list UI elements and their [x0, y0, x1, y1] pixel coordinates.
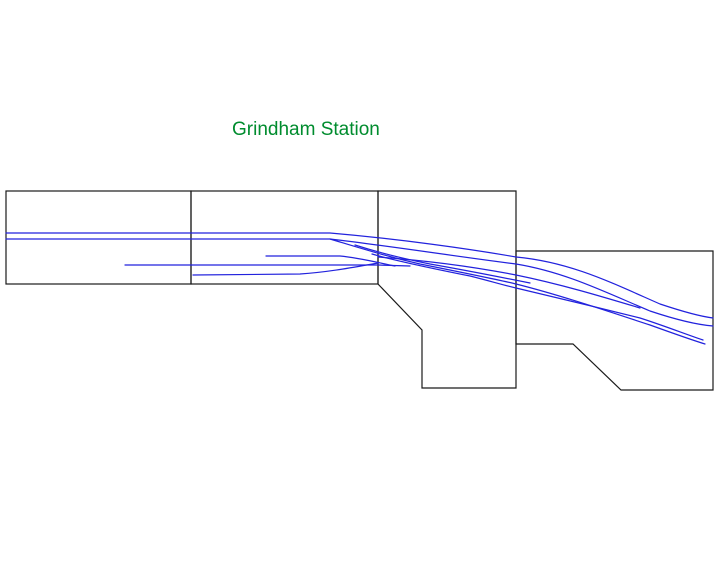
- baseboard-2: [190, 190, 379, 285]
- baseboard-3: [377, 190, 517, 389]
- track-main-up: [5, 232, 714, 319]
- layout-title: Grindham Station: [232, 119, 380, 140]
- track-main-down: [5, 238, 714, 327]
- baseboards: [5, 190, 714, 391]
- track-diverge-lower: [371, 253, 704, 341]
- track-siding-goods: [192, 262, 379, 276]
- track-crossover-2: [354, 244, 531, 284]
- tracks: [5, 232, 714, 345]
- baseboard-1: [5, 190, 192, 285]
- track-siding-long: [124, 264, 411, 267]
- baseboard-4: [515, 250, 714, 391]
- track-loop-line: [377, 256, 641, 309]
- track-siding-middle: [265, 255, 396, 267]
- track-crossover-1: [329, 238, 706, 345]
